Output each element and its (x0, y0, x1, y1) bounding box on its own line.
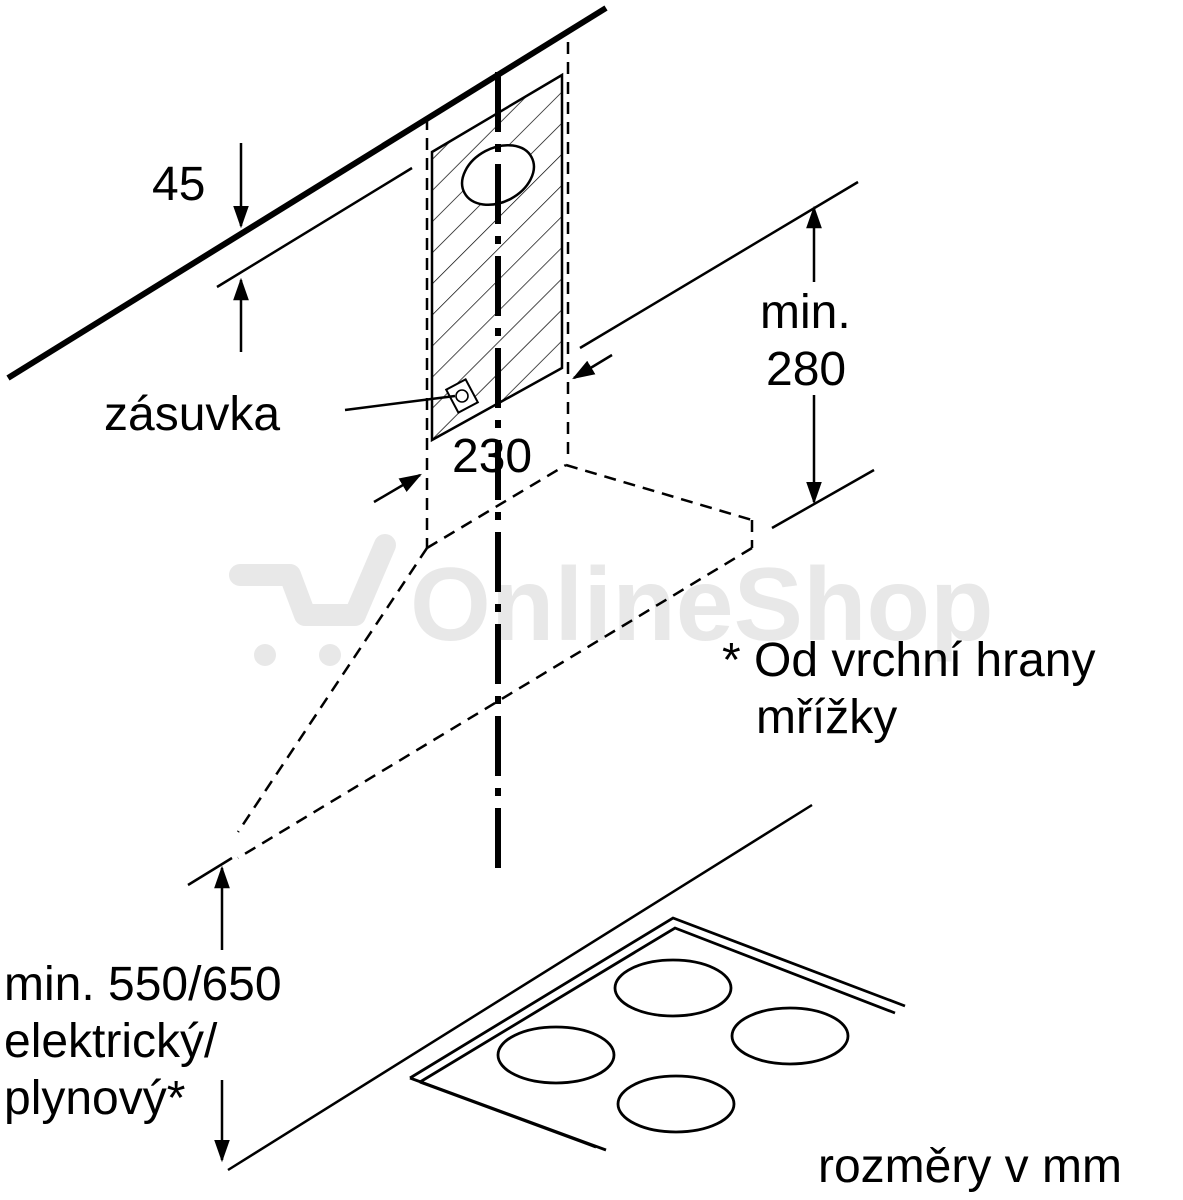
width-label: 230 (452, 430, 532, 483)
extension-lines (187, 166, 875, 1172)
watermark-text: OnlineShop (410, 547, 994, 663)
watermark: OnlineShop (229, 534, 994, 666)
cooktop (409, 916, 906, 1152)
socket-label: zásuvka (104, 388, 280, 441)
cooking-zone (616, 1074, 736, 1134)
clearance-label-3: plynový* (4, 1072, 185, 1125)
clearance-label-1: min. 550/650 (4, 958, 282, 1011)
ceiling-line (6, 5, 608, 381)
dim-top-label: 45 (152, 158, 205, 211)
units-label: rozměry v mm (818, 1140, 1122, 1193)
cart-icon (229, 534, 396, 626)
socket-icon (444, 378, 480, 414)
cooking-zone (496, 1025, 616, 1085)
labels: 45 zásuvka 230 min. 280 * Od vrchní hran… (4, 158, 1122, 1193)
cooking-zone (613, 958, 733, 1018)
note-line-2: mřížky (756, 691, 897, 744)
min-height-label-2: 280 (766, 343, 846, 396)
dimension-arrows (214, 143, 822, 1163)
clearance-label-2: elektrický/ (4, 1015, 218, 1068)
note-line-1: * Od vrchní hrany (722, 634, 1096, 687)
min-height-label-1: min. (760, 286, 851, 339)
cooking-zone (730, 1006, 850, 1066)
